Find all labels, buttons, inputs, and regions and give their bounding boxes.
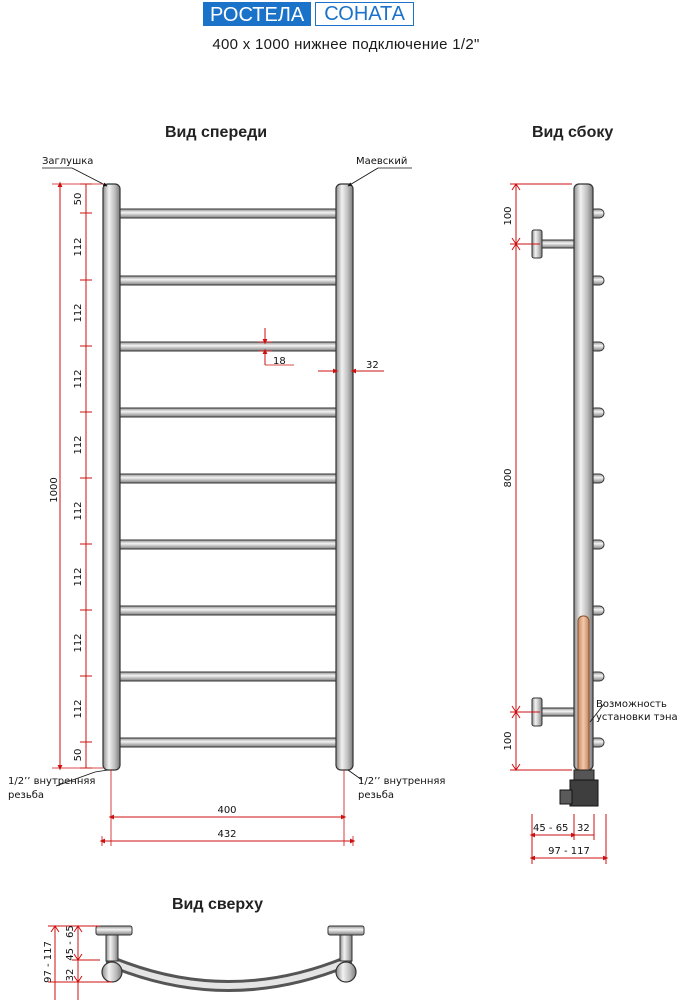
heater-label-2: установки тэна — [596, 712, 678, 723]
top-view-title: Вид сверху — [172, 896, 263, 913]
rung-diameter-dim: 18 — [273, 356, 286, 367]
mayevsky-label: Маевский — [356, 156, 407, 167]
outer-width-dim: 432 — [217, 829, 236, 840]
side-bottom-offset: 100 — [503, 731, 514, 750]
side-depth-b: 32 — [577, 823, 590, 834]
segment-chain: 50 112 112 112 112 112 112 112 112 50 — [73, 183, 92, 769]
segment-dim: 112 — [73, 303, 84, 322]
front-rungs — [113, 208, 343, 748]
heater-element — [577, 615, 590, 775]
side-top-offset: 100 — [503, 206, 514, 225]
brand-name: РОСТЕЛА — [203, 2, 312, 26]
thread-label-left: 1/2’’ внутренняя — [8, 776, 95, 787]
thread-label-left-2: резьба — [8, 790, 44, 801]
side-depth-a: 45 - 65 — [533, 823, 568, 834]
right-post — [335, 183, 354, 771]
brand-logo: РОСТЕЛА СОНАТА — [203, 2, 414, 26]
segment-dim: 50 — [73, 193, 84, 206]
inner-width-dim: 400 — [217, 805, 236, 816]
top-view: 97 - 117 45 - 65 32 — [43, 925, 365, 1000]
product-subtitle: 400 х 1000 нижнее подключение 1/2" — [212, 36, 480, 53]
segment-dim: 112 — [73, 369, 84, 388]
left-post — [102, 183, 121, 771]
post-diameter-dim: 32 — [366, 360, 379, 371]
front-view-title: Вид спереди — [165, 124, 268, 141]
model-name: СОНАТА — [315, 2, 414, 26]
top-depth-total: 97 - 117 — [43, 941, 54, 983]
front-view: Заглушка Маевский 1/2’’ внутренняя резьб… — [8, 156, 445, 846]
segment-dim: 112 — [73, 633, 84, 652]
side-view-title: Вид сбоку — [532, 124, 614, 141]
top-depth-a: 45 - 65 — [65, 925, 76, 960]
thread-label-right: 1/2’’ внутренняя — [358, 776, 445, 787]
segment-dim: 50 — [73, 749, 84, 762]
segment-dim: 112 — [73, 699, 84, 718]
top-depth-b: 32 — [65, 969, 76, 982]
side-middle-dim: 800 — [503, 468, 514, 487]
thread-label-right-2: резьба — [358, 790, 394, 801]
plug-label: Заглушка — [42, 156, 93, 167]
total-height-dim: 1000 — [49, 477, 60, 502]
segment-dim: 112 — [73, 501, 84, 520]
side-depth-total: 97 - 117 — [548, 846, 590, 857]
segment-dim: 112 — [73, 237, 84, 256]
segment-dim: 112 — [73, 567, 84, 586]
heater-label: Возможность — [596, 699, 667, 710]
segment-dim: 112 — [73, 435, 84, 454]
side-view: Возможность установки тэна 100 800 100 4… — [503, 183, 678, 864]
